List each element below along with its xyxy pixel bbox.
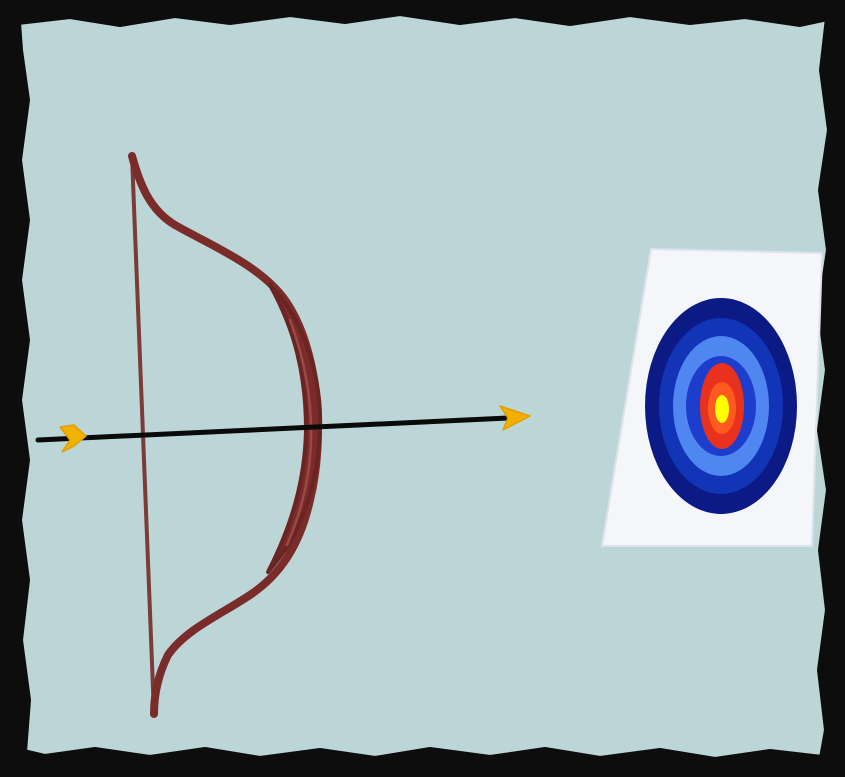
bow-grip (266, 283, 323, 574)
canvas-background (15, 10, 833, 763)
arrow-icon (35, 405, 531, 453)
bow-grip-highlight (285, 318, 313, 547)
target-bullseye (715, 395, 729, 423)
arrow-fletching (59, 424, 87, 453)
target-icon (600, 247, 824, 547)
arrow-shaft (35, 415, 511, 443)
arrow-tip (499, 405, 531, 431)
